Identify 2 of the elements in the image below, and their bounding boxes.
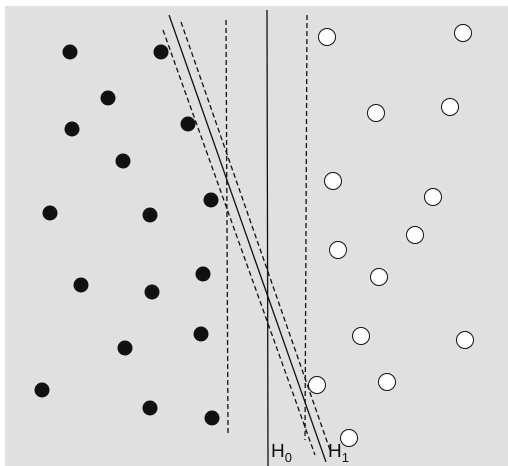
line-label: H$_{1}$: [328, 442, 349, 464]
line-label: H$_{0}$: [271, 442, 292, 464]
